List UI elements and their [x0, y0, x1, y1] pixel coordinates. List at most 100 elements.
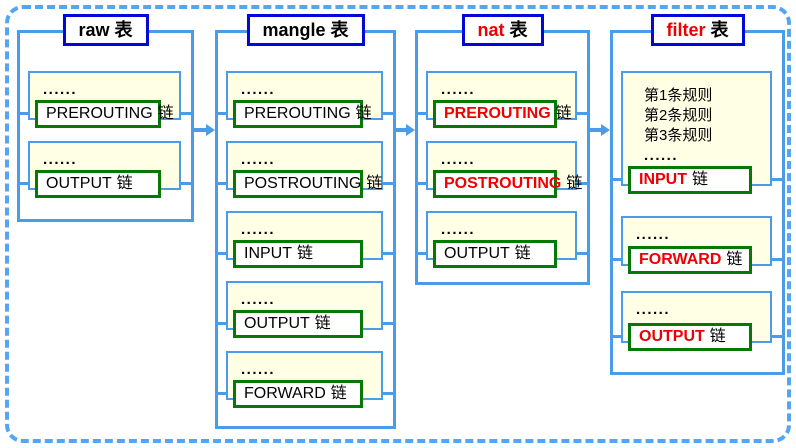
table-mangle-title-suffix: 表: [330, 20, 349, 40]
flow-connector-left: [415, 112, 426, 115]
chain-ellipsis: ......: [636, 301, 671, 318]
flow-connector-right: [577, 182, 590, 185]
flow-connector-right: [577, 112, 590, 115]
chain-name: PREROUTING: [46, 105, 153, 122]
chain-name: FORWARD: [639, 251, 722, 268]
chain-name: FORWARD: [244, 385, 326, 402]
chain-name: PREROUTING: [444, 105, 551, 122]
rule-item: 第3条规则: [644, 127, 713, 144]
diagram-outer-frame: [5, 5, 791, 443]
flow-connector-left: [610, 335, 621, 338]
chain-suffix: 链: [116, 175, 133, 192]
flow-connector-right: [772, 178, 785, 181]
flow-connector-right: [577, 252, 590, 255]
arrow-line: [393, 128, 410, 132]
table-raw-title-suffix: 表: [114, 20, 133, 40]
flow-connector-right: [383, 392, 396, 395]
chain-ellipsis: ......: [241, 151, 276, 168]
table-nat-title-suffix: 表: [509, 20, 528, 40]
chain-filter-input-label: INPUT 链: [628, 166, 752, 194]
flow-connector-left: [215, 182, 226, 185]
arrow-head: [601, 124, 610, 136]
flow-connector-right: [383, 322, 396, 325]
flow-connector-right: [181, 112, 194, 115]
chain-suffix: 链: [366, 175, 383, 192]
chain-suffix: 链: [355, 105, 372, 122]
flow-connector-left: [610, 178, 621, 181]
flow-arrow-icon: [587, 124, 610, 136]
chain-ellipsis: ......: [241, 81, 276, 98]
flow-connector-left: [415, 252, 426, 255]
flow-connector-right: [383, 252, 396, 255]
chain-suffix: 链: [726, 251, 743, 268]
rules-ellipsis: ......: [644, 147, 679, 164]
arrow-head: [206, 124, 215, 136]
chain-ellipsis: ......: [241, 221, 276, 238]
chain-ellipsis: ......: [241, 361, 276, 378]
flow-connector-left: [215, 112, 226, 115]
flow-connector-right: [772, 335, 785, 338]
flow-connector-left: [610, 258, 621, 261]
chain-suffix: 链: [514, 245, 531, 262]
chain-ellipsis: ......: [241, 291, 276, 308]
table-filter-title-suffix: 表: [710, 20, 729, 40]
chain-ellipsis: ......: [43, 151, 78, 168]
chain-filter-input: 第1条规则 第2条规则 第3条规则 ...... INPUT 链: [610, 71, 785, 194]
table-raw-title-name: raw: [78, 20, 110, 40]
table-nat-title-name: nat: [477, 20, 505, 40]
table-mangle-title-name: mangle: [262, 20, 326, 40]
chain-suffix: 链: [692, 171, 709, 188]
chain-name: PREROUTING: [244, 105, 351, 122]
table-filter-title-name: filter: [666, 20, 706, 40]
chain-suffix: 链: [157, 105, 174, 122]
chain-name: POSTROUTING: [244, 175, 362, 192]
flow-connector-left: [415, 182, 426, 185]
chain-ellipsis: ......: [441, 81, 476, 98]
flow-connector-left: [215, 392, 226, 395]
chain-name: INPUT: [639, 171, 687, 188]
chain-suffix: 链: [709, 328, 726, 345]
flow-arrow-icon: [393, 124, 415, 136]
chain-ellipsis: ......: [441, 151, 476, 168]
chain-suffix: 链: [314, 315, 331, 332]
rule-item: 第1条规则: [644, 87, 713, 104]
chain-name: OUTPUT: [244, 315, 310, 332]
chain-ellipsis: ......: [441, 221, 476, 238]
arrow-line: [587, 128, 605, 132]
chain-suffix: 链: [555, 105, 572, 122]
chain-ellipsis: ......: [43, 81, 78, 98]
chain-name: OUTPUT: [444, 245, 510, 262]
flow-connector-left: [17, 112, 28, 115]
flow-connector-left: [215, 322, 226, 325]
flow-connector-left: [17, 182, 28, 185]
chain-ellipsis: ......: [636, 226, 671, 243]
flow-connector-right: [383, 112, 396, 115]
chain-name: OUTPUT: [46, 175, 112, 192]
rule-item: 第2条规则: [644, 107, 713, 124]
flow-connector-right: [383, 182, 396, 185]
